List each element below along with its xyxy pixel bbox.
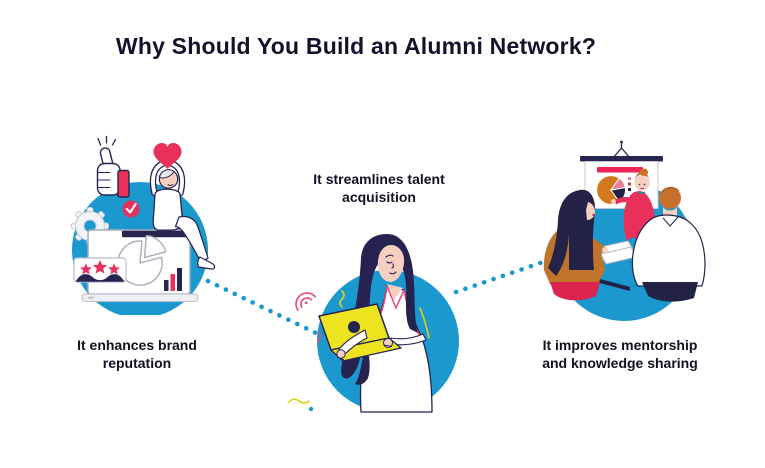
caption-talent-acquisition: It streamlines talent acquisition	[279, 170, 479, 206]
woman-with-laptop	[317, 234, 433, 413]
caption-line: It enhances brand	[77, 337, 197, 353]
laptop-base	[81, 293, 199, 302]
seated-woman	[543, 189, 608, 301]
heart-icon	[153, 143, 182, 169]
yellow-squiggle	[339, 290, 345, 308]
yellow-squiggle	[288, 398, 310, 404]
bar-chart	[164, 268, 182, 291]
caption-line: It streamlines talent	[313, 171, 445, 187]
check-icon	[122, 200, 140, 218]
pie-chart	[595, 174, 627, 206]
caption-mentorship: It improves mentorship and knowledge sha…	[520, 336, 720, 372]
caption-line: It improves mentorship	[542, 337, 698, 353]
hair-tip	[355, 356, 370, 385]
caption-brand-reputation: It enhances brand reputation	[37, 336, 237, 372]
brand-reputation-illustration	[71, 135, 216, 315]
dotted-connector-left	[205, 278, 319, 336]
laptop-base-detail	[88, 296, 94, 299]
pink-tick	[317, 331, 322, 343]
talent-acquisition-illustration	[288, 234, 459, 413]
pie-legend	[628, 177, 631, 191]
dotted-connector-right	[453, 258, 549, 295]
mentorship-illustration	[543, 140, 706, 321]
face	[377, 245, 405, 282]
caption-line: and knowledge sharing	[542, 355, 698, 371]
hands	[336, 338, 393, 361]
wifi-icon	[295, 292, 317, 312]
blue-dot	[308, 406, 314, 412]
sitting-person	[149, 143, 216, 270]
thumbs-up-icon	[96, 135, 130, 198]
caption-line: reputation	[102, 355, 172, 371]
seated-man	[631, 187, 706, 302]
caption-line: acquisition	[342, 189, 416, 205]
star-rating	[73, 257, 127, 283]
page-title: Why Should You Build an Alumni Network?	[115, 33, 597, 59]
